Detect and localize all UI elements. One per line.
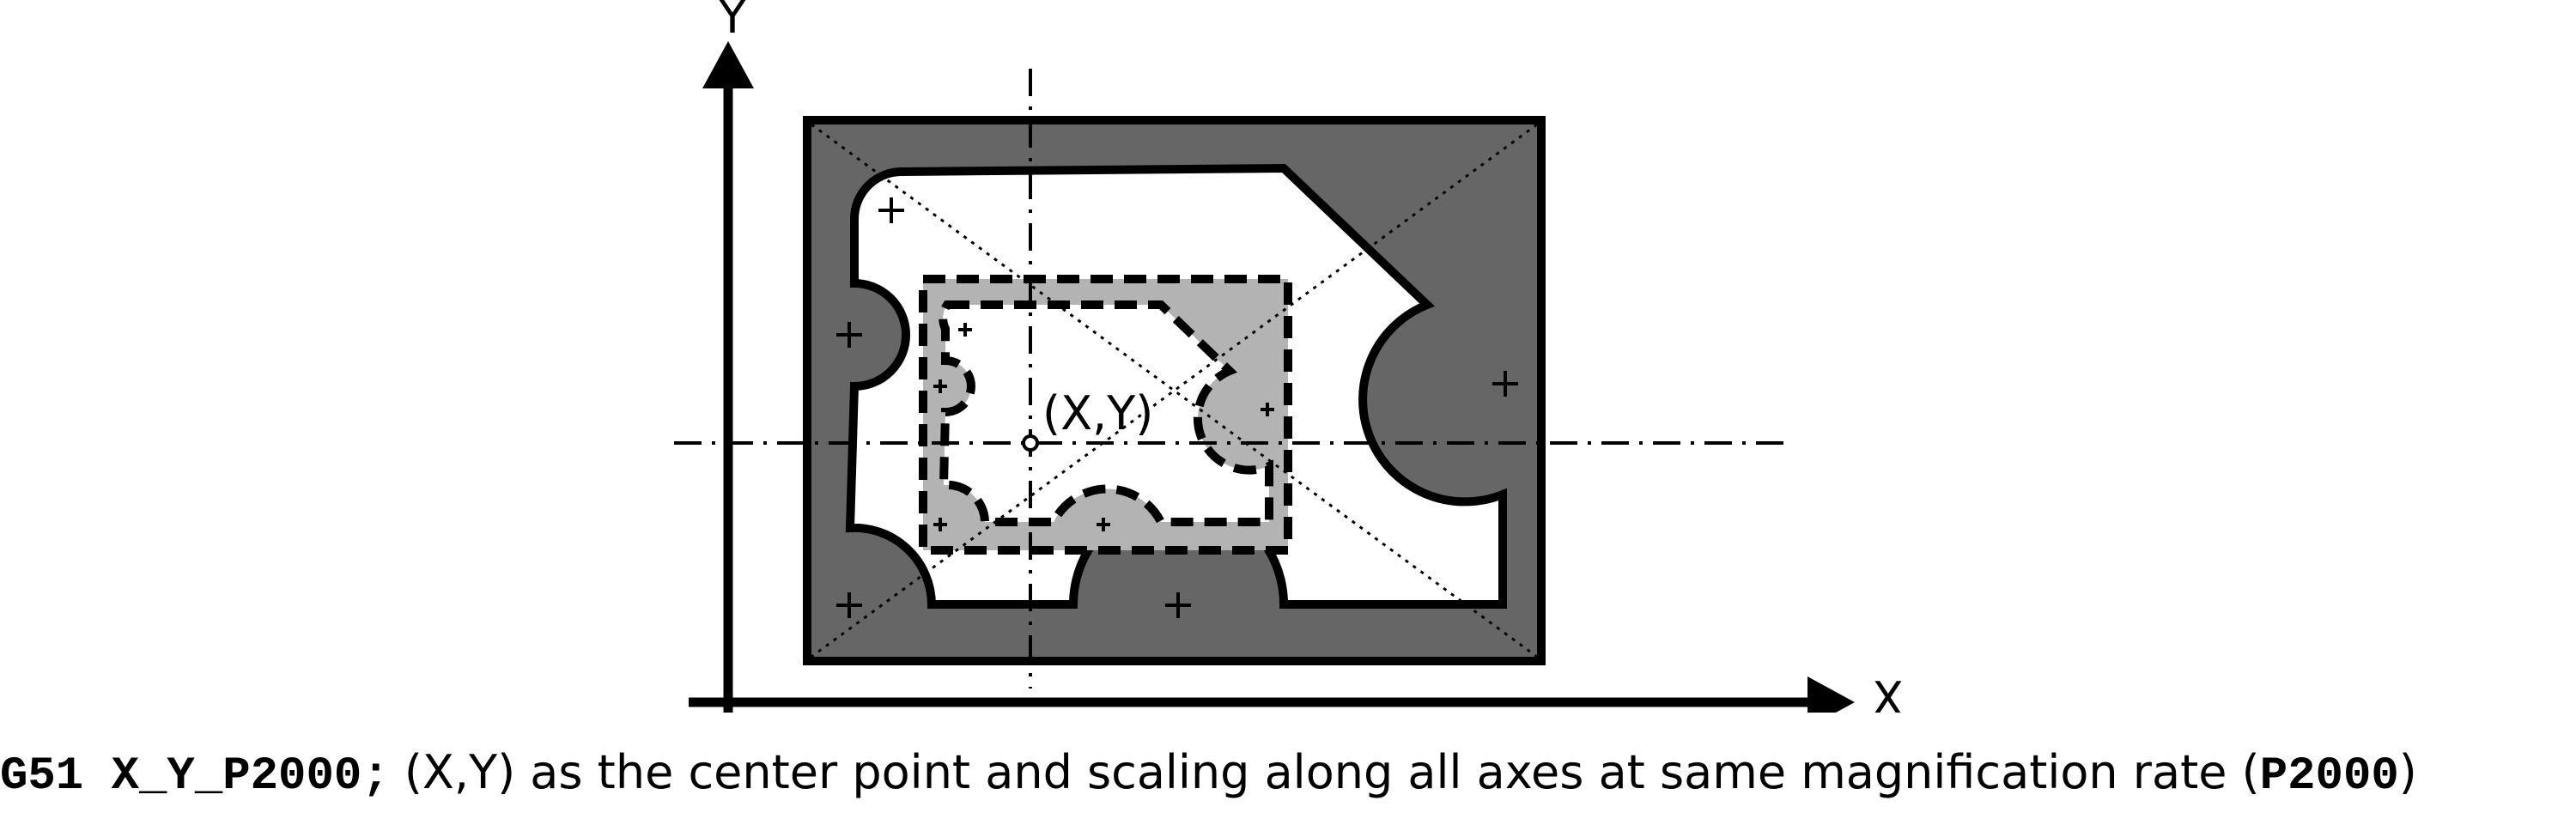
center-point <box>1022 434 1039 452</box>
original-center-markers <box>836 197 1518 618</box>
caption-text-end: ) <box>2398 745 2417 799</box>
caption-code: G51 X_Y_P2000; <box>0 750 390 803</box>
coordinate-axes <box>689 41 1855 713</box>
center-lines <box>674 69 1790 689</box>
center-point-label: (X,Y) <box>1042 386 1153 440</box>
x-axis-arrow <box>1807 676 1855 713</box>
caption-code-end: P2000 <box>2259 750 2399 803</box>
caption-text: (X,Y) as the center point and scaling al… <box>389 745 2260 799</box>
scaled-center-markers <box>933 323 1274 531</box>
scaled-part-outline <box>939 300 1273 526</box>
scaling-diagram: Y X (X,Y) <box>674 0 1904 713</box>
y-axis-label: Y <box>718 0 748 44</box>
caption: G51 X_Y_P2000; (X,Y) as the center point… <box>0 737 2576 809</box>
y-axis-arrow <box>702 41 754 88</box>
x-axis-label: X <box>1872 672 1904 713</box>
